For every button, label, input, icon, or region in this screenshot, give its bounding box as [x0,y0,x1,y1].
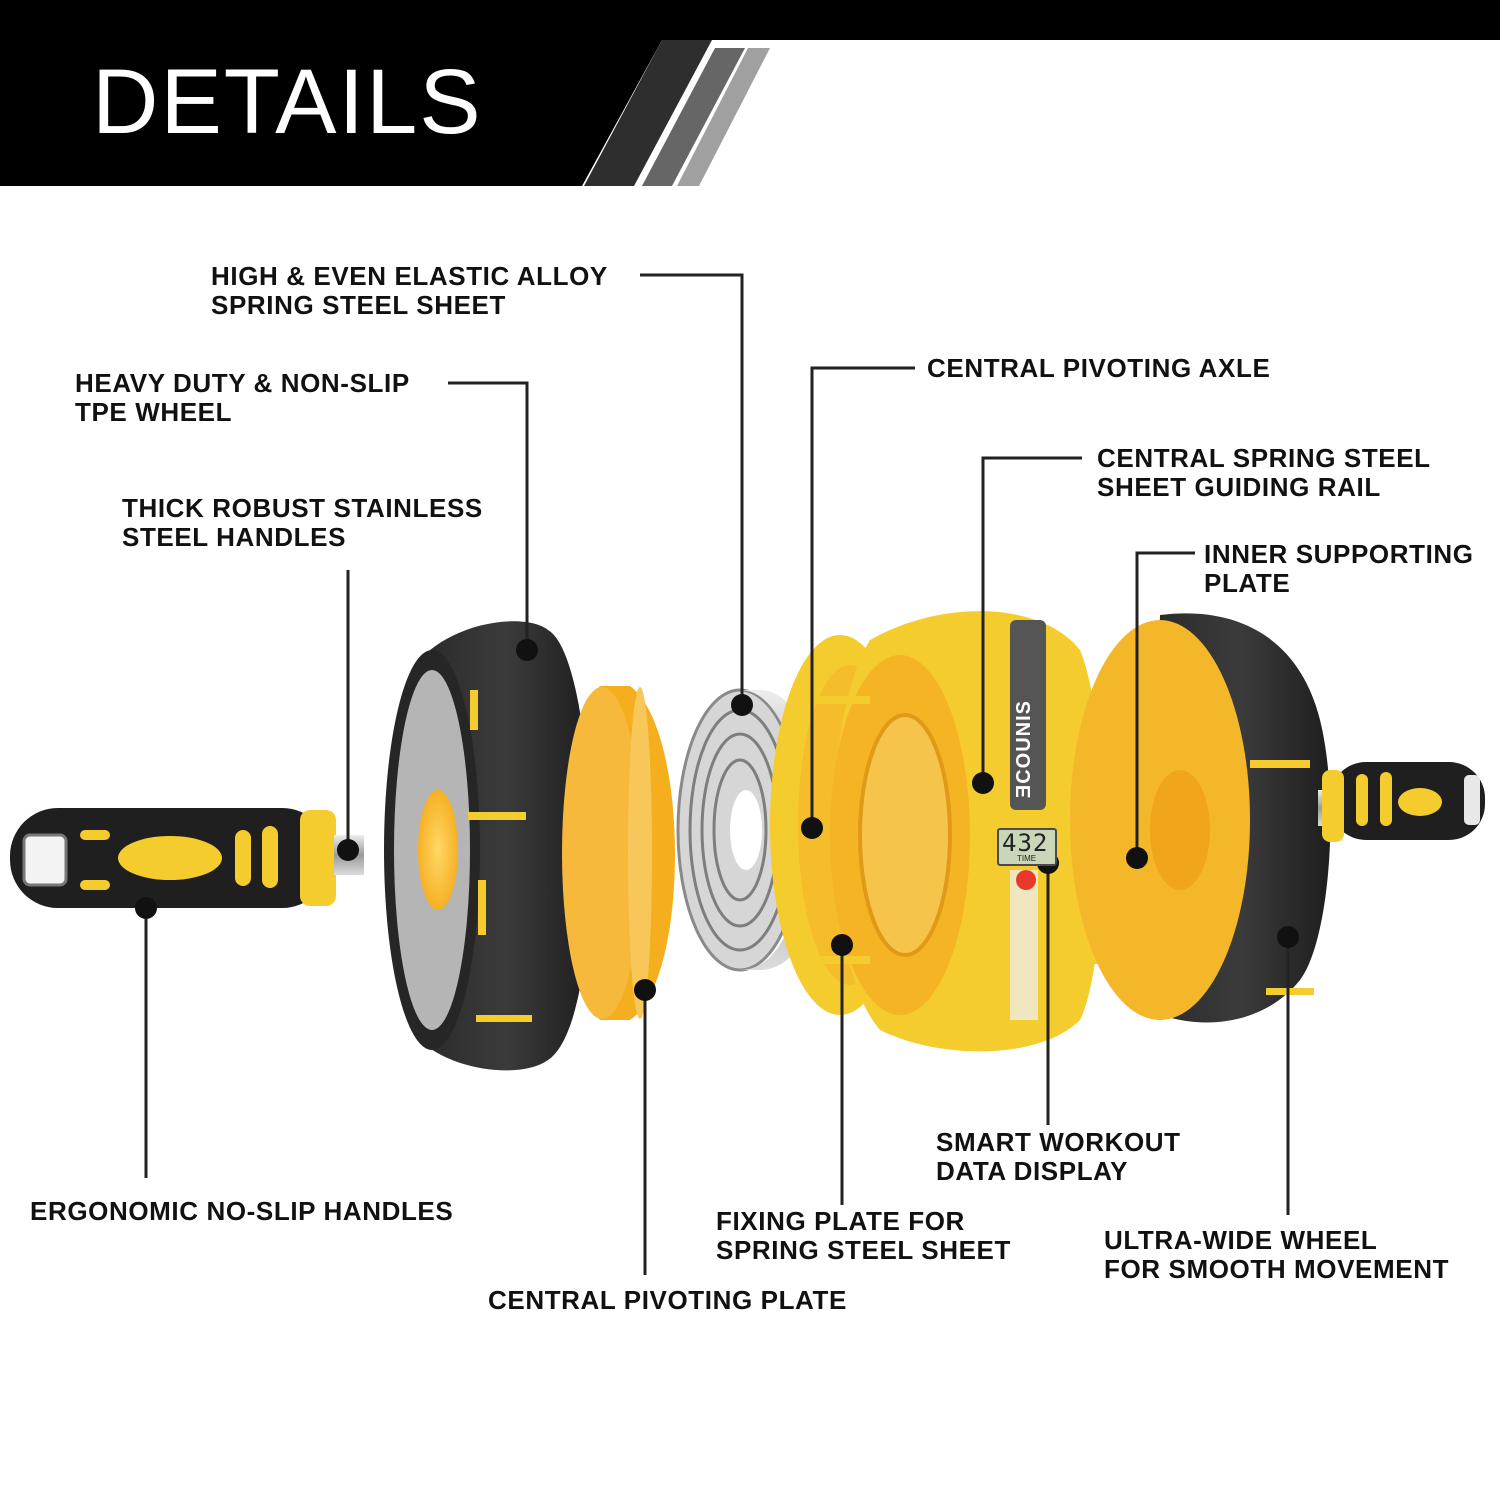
left-handle-rib [80,830,110,840]
label-line: SPRING STEEL SHEET [211,290,506,320]
left-handle-rib [262,826,278,888]
left-tire-stripe [468,812,526,820]
leader-guiding-rail [981,456,1082,783]
leader-lines [144,273,1290,1275]
housing-inner [858,713,952,957]
central-housing [800,611,1115,1052]
header-stripe-1 [584,40,712,186]
header-bar [0,0,1500,186]
inner-plate-hub [1150,770,1210,890]
label-pivoting-axle: CENTRAL PIVOTING AXLE [927,354,1270,383]
label-line: STEEL HANDLES [122,522,347,552]
right-handle-oval-pad [1398,788,1442,816]
label-line: CENTRAL SPRING STEEL [1097,443,1431,473]
label-line: HEAVY DUTY & NON-SLIP [75,368,410,398]
label-workout-display: SMART WORKOUT DATA DISPLAY [936,1128,1181,1186]
label-line: FOR SMOOTH MOVEMENT [1104,1254,1450,1284]
central-pivoting-plate [562,686,675,1020]
spring-coil-ring [712,758,768,902]
label-ergonomic-handles: ERGONOMIC NO-SLIP HANDLES [30,1197,453,1226]
brand-print-text: ƎCOUNIS [1013,700,1035,799]
housing-brand-strip [1010,620,1046,810]
leader-dots [135,639,1299,1001]
header-stripe-3 [677,48,770,186]
header-stripe-2 [642,48,745,186]
label-line: THICK ROBUST STAINLESS [122,493,483,523]
leader-pivoting-axle [810,366,915,828]
label-line: CENTRAL PIVOTING AXLE [927,353,1271,383]
pivoting-plate-edge [628,687,652,1019]
right-handle-collar [1322,770,1344,842]
left-tire-stripe [470,690,478,730]
workout-lcd-display: 432 TIME [997,828,1057,866]
spring-coil-core [730,790,762,870]
right-handle-rib [1380,772,1392,826]
lcd-caption: TIME [1017,854,1037,863]
right-handle [1318,762,1485,842]
label-inner-plate: INNER SUPPORTING PLATE [1204,540,1474,598]
label-line: SHEET GUIDING RAIL [1097,472,1381,502]
label-line: HIGH & EVEN ELASTIC ALLOY [211,261,608,291]
label-line: SMART WORKOUT [936,1127,1181,1157]
left-tire-stripe [476,1015,532,1022]
label-guiding-rail: CENTRAL SPRING STEEL SHEET GUIDING RAIL [1097,444,1431,502]
dot-ergonomic-handles [135,897,157,919]
right-handle-cap [1464,775,1480,825]
leader-inner-plate [1135,551,1195,858]
dot-alloy-spring [731,694,753,716]
right-tire-stripe [1266,988,1314,995]
dot-fixing-plate [831,934,853,956]
label-line: SPRING STEEL SHEET [716,1235,1011,1265]
label-line: TPE WHEEL [75,397,233,427]
left-handle-collar [300,810,336,906]
pivoting-plate-face [562,687,642,1019]
label-line: ERGONOMIC NO-SLIP HANDLES [30,1196,454,1226]
left-tire-stripe [478,880,486,935]
label-line: ULTRA-WIDE WHEEL [1104,1225,1378,1255]
left-handle-cap-hole [22,833,68,887]
header-background [0,0,1500,186]
label-steel-handles: THICK ROBUST STAINLESS STEEL HANDLES [122,494,483,552]
left-handle [10,808,364,908]
brand-print: ƎCOUNIS [1013,700,1041,820]
label-wide-wheel: ULTRA-WIDE WHEEL FOR SMOOTH MOVEMENT [1104,1226,1449,1284]
dot-steel-handles [337,839,359,861]
label-line: FIXING PLATE FOR [716,1206,965,1236]
dot-pivoting-plate [634,979,656,1001]
label-line: CENTRAL PIVOTING PLATE [488,1285,847,1315]
right-tire-stripe [1250,760,1310,768]
dot-tpe-wheel [516,639,538,661]
left-tire-hub [418,790,458,910]
leader-tpe-wheel [448,381,529,650]
lcd-value: 432 [1002,829,1049,857]
dot-inner-plate [1126,847,1148,869]
label-pivoting-plate: CENTRAL PIVOTING PLATE [488,1286,847,1315]
left-handle-rib [80,880,110,890]
label-tpe-wheel: HEAVY DUTY & NON-SLIP TPE WHEEL [75,369,410,427]
left-handle-rib [235,830,251,886]
display-button [1016,870,1036,890]
leader-alloy-spring [640,273,744,705]
dot-pivoting-axle [801,817,823,839]
dot-guiding-rail [972,772,994,794]
dot-wide-wheel [1277,926,1299,948]
label-fixing-plate: FIXING PLATE FOR SPRING STEEL SHEET [716,1207,1011,1265]
left-handle-oval-pad [118,836,222,880]
label-line: INNER SUPPORTING [1204,539,1474,569]
left-tire [384,621,591,1071]
label-line: DATA DISPLAY [936,1156,1129,1186]
right-handle-rib [1356,774,1368,826]
page-title: DETAILS [92,51,483,153]
right-tire [1070,613,1331,1023]
housing-label-strip [1010,870,1038,1020]
label-line: PLATE [1204,568,1291,598]
label-alloy-spring: HIGH & EVEN ELASTIC ALLOY SPRING STEEL S… [211,262,608,320]
